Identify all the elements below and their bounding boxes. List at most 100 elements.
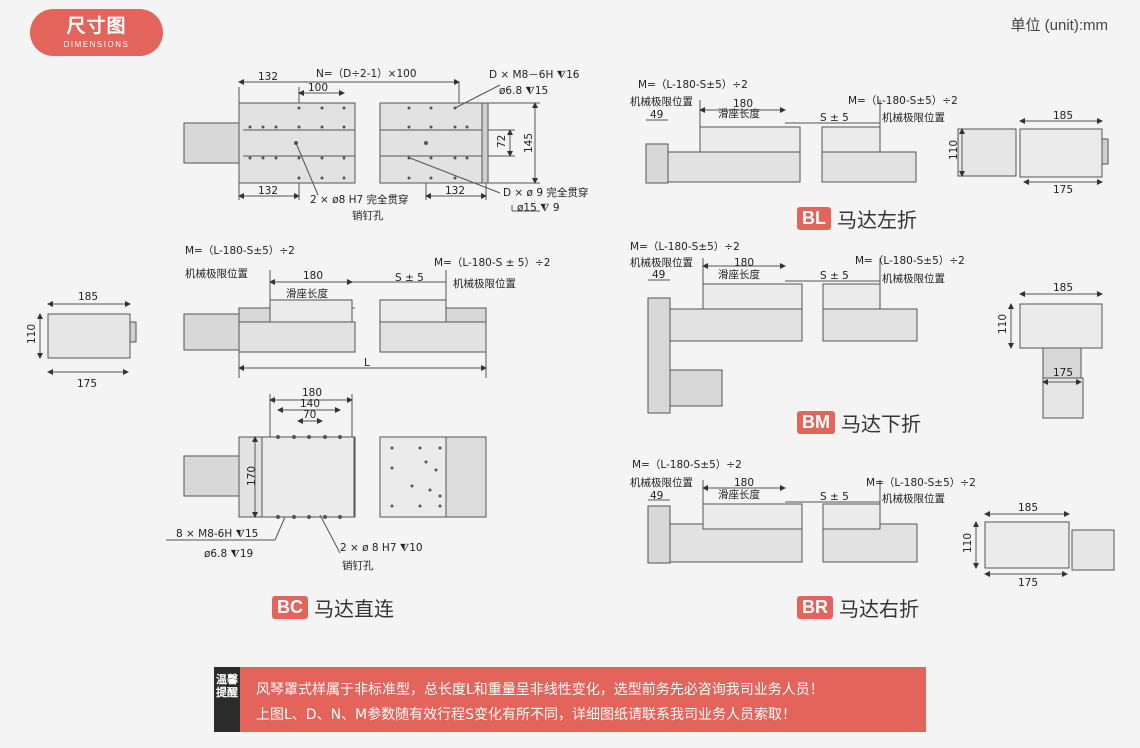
dim-text: 滑座长度: [718, 488, 760, 501]
dim-text: 175: [1053, 184, 1073, 196]
dim-text: 180: [734, 257, 754, 269]
dim-text: 2 × ø 8 H7 ⧨10: [340, 542, 423, 554]
label-bl: BL 马达左折: [797, 204, 917, 233]
br-dim-text: M=（L-180-S±5）÷2 机械极限位置 49 180 滑座长度 S ± 5…: [630, 459, 1038, 589]
bc-plan-dim-text: 180 140 70 170 8 × M8-6H ⧨15 ø6.8 ⧨19 2 …: [176, 387, 423, 572]
dim-text: 110: [997, 314, 1009, 334]
notice-line-2: 上图L、D、N、M参数随有效行程S变化有所不同，详细图纸请联系我司业务人员索取！: [256, 707, 797, 723]
dim-text: M=（L-180-S ± 5）÷2: [434, 257, 550, 269]
dim-text: 滑座长度: [718, 107, 760, 120]
dim-text: 8 × M8-6H ⧨15: [176, 528, 258, 540]
dim-text: 185: [78, 291, 98, 303]
dim-text: S ± 5: [820, 112, 849, 124]
bc-top-dim-text: 132 N=（D÷2-1）×100 100 D × M8－6H ⧨16 ø6.8…: [258, 68, 588, 222]
dim-text: S ± 5: [820, 270, 849, 282]
dim-text: 机械极限位置: [453, 277, 516, 290]
dim-text: 110: [948, 140, 960, 160]
dim-text: 175: [1053, 367, 1073, 379]
dim-text: 180: [733, 98, 753, 110]
dim-text: 132: [258, 71, 278, 83]
badge-subtitle: DIMENSIONS: [63, 40, 130, 49]
dim-text: M=（L-180-S±5）÷2: [632, 459, 742, 471]
bc-side-view: [183, 270, 487, 378]
dim-text: 销钉孔: [342, 559, 374, 572]
dim-text: 140: [300, 398, 320, 410]
dim-text: 机械极限位置: [630, 476, 693, 489]
unit-label: 单位 (unit):mm: [1010, 17, 1108, 34]
dim-text: 110: [962, 533, 974, 553]
bm-view: [647, 258, 1103, 419]
bc-top-view: [183, 79, 540, 212]
dim-text: M=（L-180-S±5）÷2: [866, 477, 976, 489]
dimensions-badge: 尺寸图 DIMENSIONS: [30, 9, 163, 56]
dim-text: M=（L-180-S±5）÷2: [848, 95, 958, 107]
dim-text: 机械极限位置: [882, 272, 945, 285]
dim-text: M=（L-180-S±5）÷2: [185, 245, 295, 257]
label-br-text: 马达右折: [839, 597, 919, 621]
dim-text: 72: [496, 135, 508, 148]
badge-title: 尺寸图: [66, 15, 127, 37]
bm-dim-text: M=（L-180-S±5）÷2 机械极限位置 49 180 滑座长度 S ± 5…: [630, 241, 1073, 379]
dim-text: 滑座长度: [718, 268, 760, 281]
dim-text: 180: [303, 270, 323, 282]
dim-text: 机械极限位置: [630, 95, 693, 108]
dim-text: 175: [1018, 577, 1038, 589]
label-br: BR 马达右折: [797, 593, 919, 622]
dim-text: 49: [652, 269, 665, 281]
dim-text: L: [364, 357, 370, 369]
dim-text: 185: [1053, 110, 1073, 122]
end-view-small: [37, 301, 137, 375]
label-br-code: BR: [797, 596, 833, 619]
dim-text: 180: [302, 387, 322, 399]
dim-text: 机械极限位置: [185, 267, 248, 280]
label-bm: BM 马达下折: [797, 408, 921, 437]
label-bc-code: BC: [272, 596, 308, 619]
end-view-small-text: 185 110 175: [26, 291, 98, 390]
bc-plan-holes: [276, 435, 442, 519]
dim-text: 132: [445, 185, 465, 197]
dim-text: 110: [26, 324, 38, 344]
dim-text: D × M8－6H ⧨16: [489, 69, 580, 81]
label-bc: BC 马达直连: [272, 593, 394, 622]
label-bc-text: 马达直连: [314, 597, 394, 621]
dim-text: D × ø 9 完全贯穿: [503, 186, 588, 199]
dim-text: 100: [308, 82, 328, 94]
label-bl-code: BL: [797, 207, 831, 230]
dim-text: 132: [258, 185, 278, 197]
br-view: [647, 480, 1115, 577]
dim-text: M=（L-180-S±5）÷2: [638, 79, 748, 91]
dim-text: ø6.8 ⧨15: [499, 85, 548, 97]
dim-text: S ± 5: [820, 491, 849, 503]
bc-plan-view: [166, 394, 487, 554]
notice-banner: 温馨提醒 风琴罩式样属于非标准型，总长度L和重量呈非线性变化，选型前务先必咨询我…: [214, 667, 926, 732]
dim-text: 170: [246, 466, 258, 486]
label-bm-text: 马达下折: [841, 412, 921, 436]
dim-text: 145: [523, 133, 535, 153]
dim-text: 180: [734, 477, 754, 489]
dim-text: 185: [1053, 282, 1073, 294]
bc-side-dim-text: M=（L-180-S±5）÷2 机械极限位置 180 滑座长度 S ± 5 M=…: [185, 245, 550, 369]
label-bm-code: BM: [797, 411, 835, 434]
dim-text: 2 × ø8 H7 完全贯穿: [310, 193, 409, 206]
dim-text: 49: [650, 490, 663, 502]
dim-text: S ± 5: [395, 272, 424, 284]
notice-line-1: 风琴罩式样属于非标准型，总长度L和重量呈非线性变化，选型前务先必咨询我司业务人员…: [256, 682, 824, 698]
dim-text: 机械极限位置: [630, 256, 693, 269]
dim-text: 机械极限位置: [882, 111, 945, 124]
bl-dim-text: M=（L-180-S±5）÷2 机械极限位置 49 180 滑座长度 S ± 5…: [630, 79, 1073, 196]
dim-text: M=（L-180-S±5）÷2: [630, 241, 740, 253]
dim-text: 滑座长度: [286, 287, 328, 300]
label-bl-text: 马达左折: [837, 208, 917, 232]
dim-text: 机械极限位置: [882, 492, 945, 505]
dim-text: 70: [303, 409, 316, 421]
dim-text: 175: [77, 378, 97, 390]
notice-side-label: 温馨提醒: [214, 667, 240, 732]
dim-text: ø15 ⧨ 9: [517, 202, 560, 214]
dim-text: ø6.8 ⧨19: [204, 548, 253, 560]
dim-text: N=（D÷2-1）×100: [316, 68, 417, 80]
dim-text: 49: [650, 109, 663, 121]
dim-text: 185: [1018, 502, 1038, 514]
bl-view: [645, 100, 1109, 185]
bc-top-holes: [248, 106, 469, 180]
